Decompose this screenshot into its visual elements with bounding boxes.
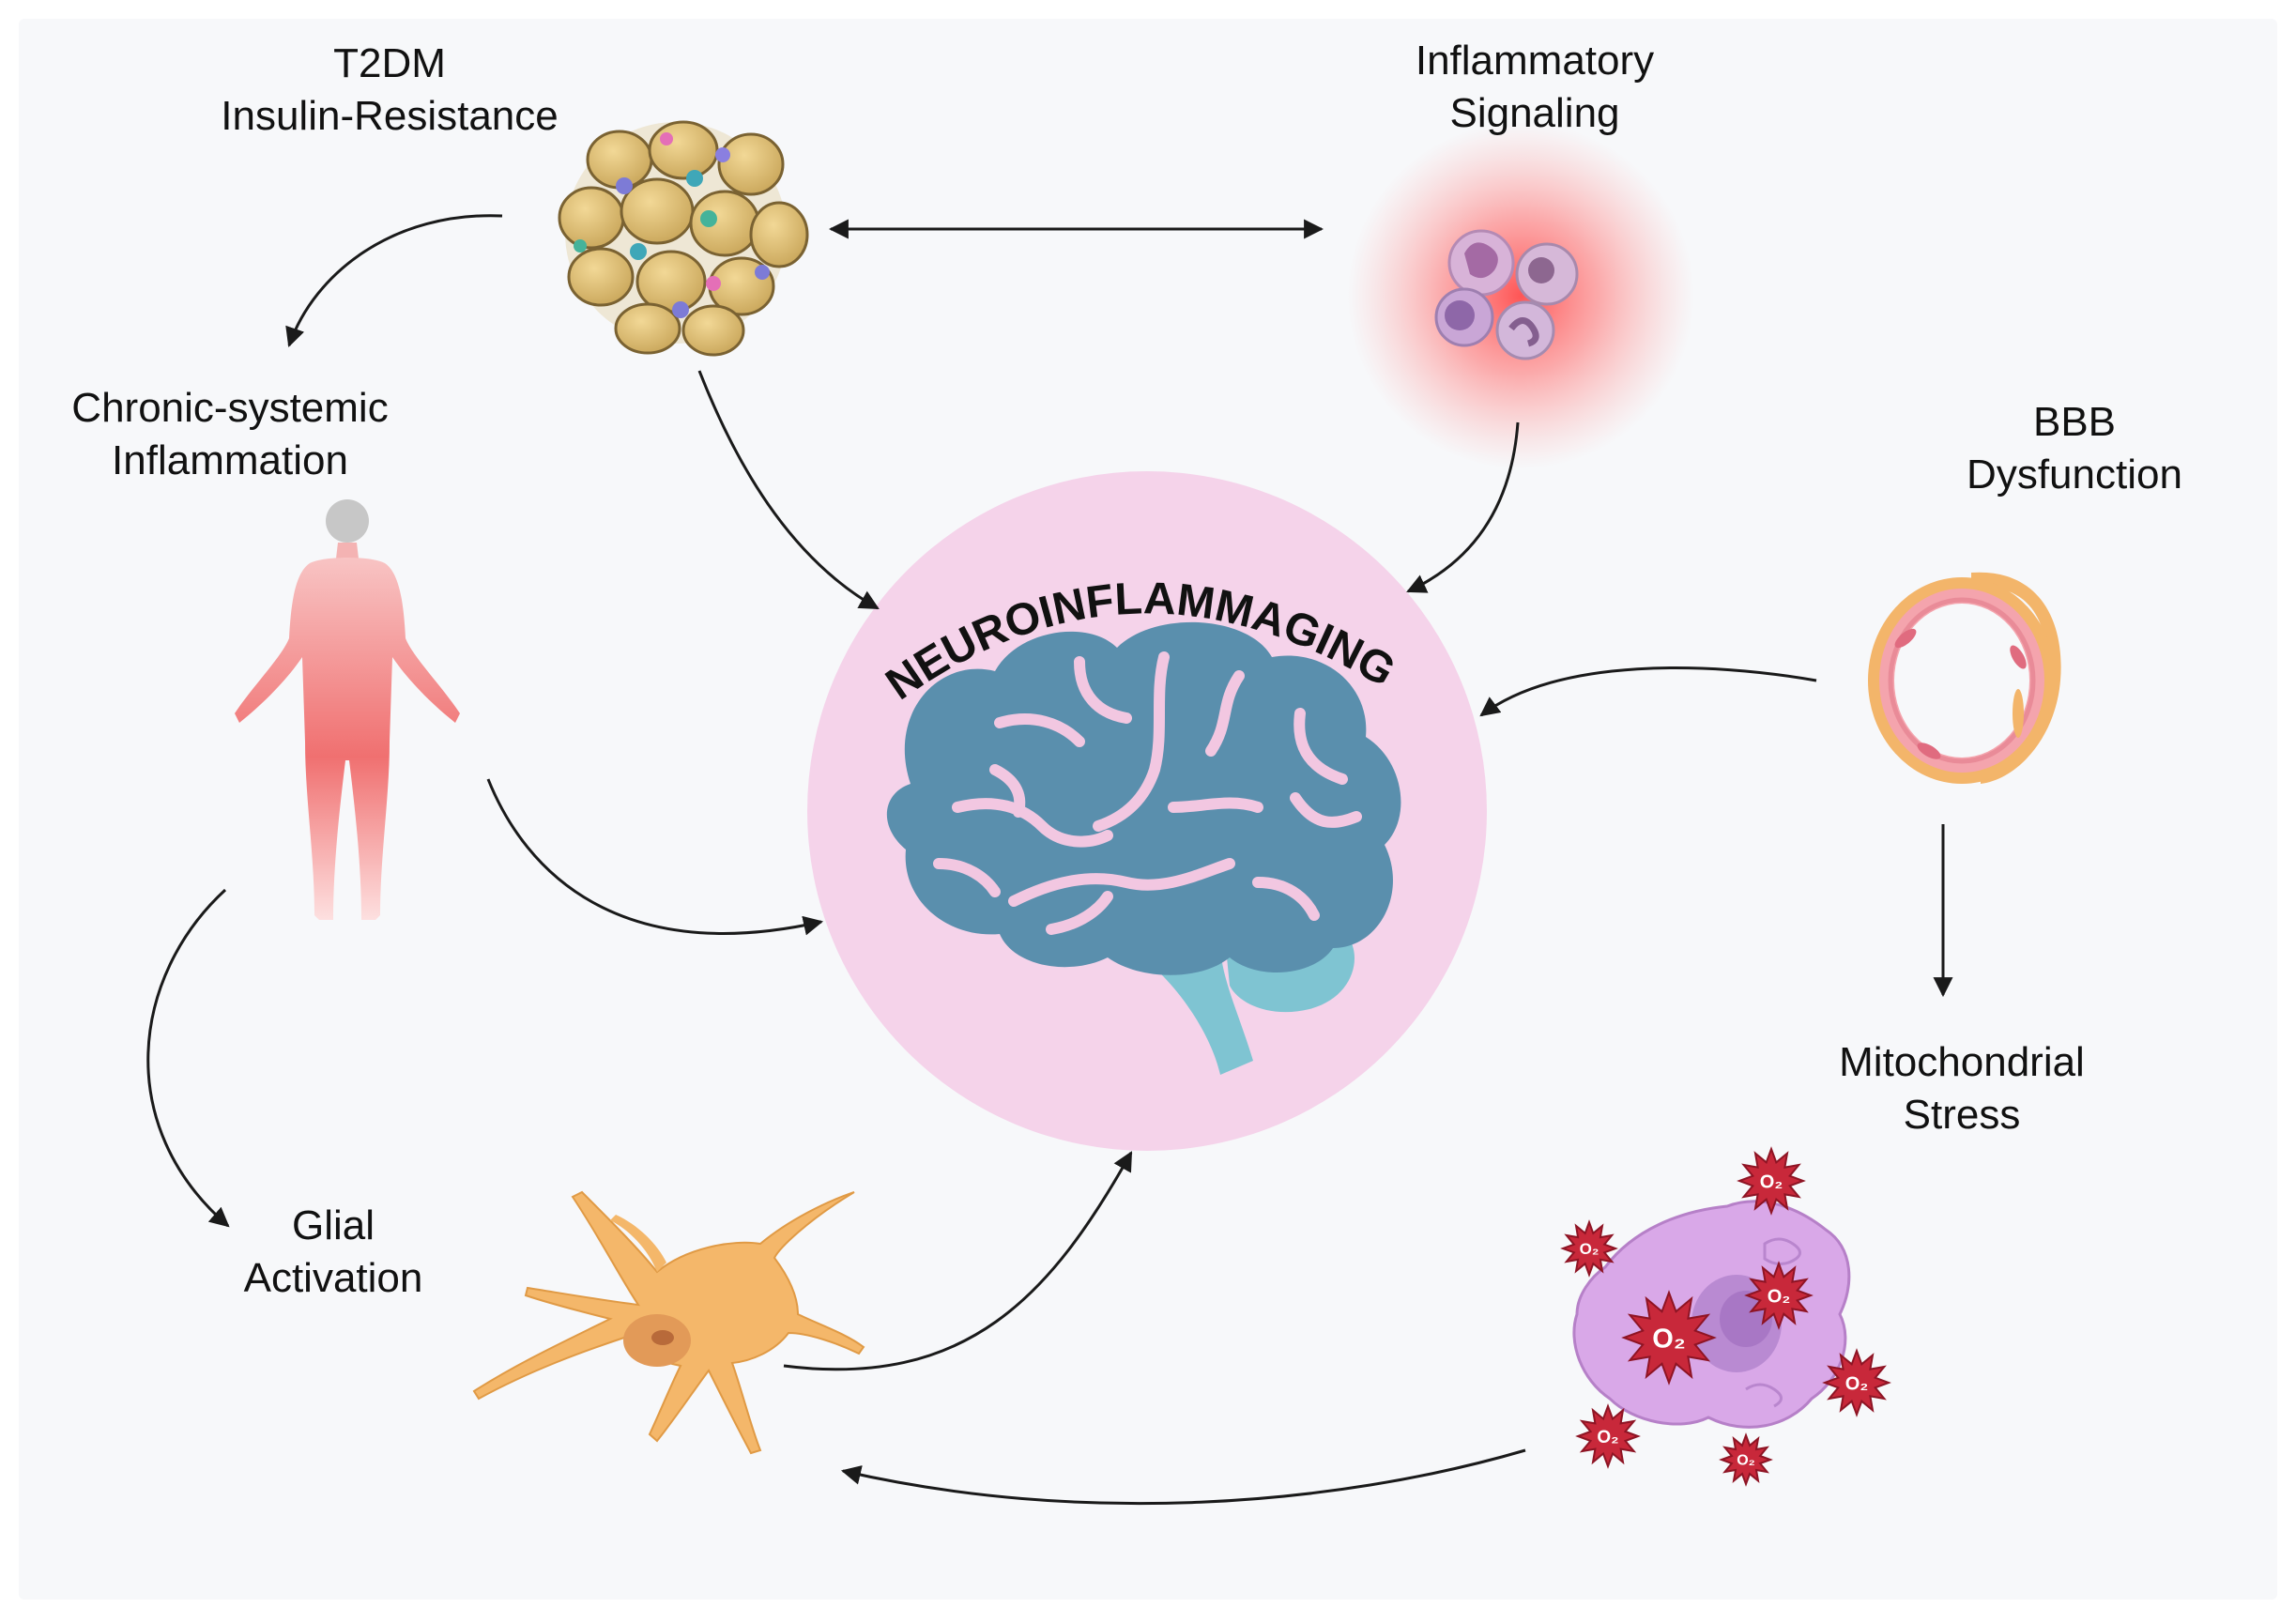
label-t2dm-line2: Insulin-Resistance [221, 93, 559, 139]
arrow-inflammatory-brain [1406, 421, 1520, 593]
ros-label: O₂ [1652, 1324, 1685, 1355]
blood-vessel-icon [1868, 572, 2061, 784]
arrow-glial-brain [783, 1151, 1133, 1371]
ros-label: O₂ [1768, 1286, 1790, 1307]
label-mito-line2: Stress [1903, 1092, 2021, 1138]
arrow-t2dm-chronic [285, 214, 503, 347]
label-glial-line1: Glial [291, 1202, 375, 1248]
human-body-icon [235, 499, 460, 920]
ros-label: O₂ [1597, 1428, 1618, 1447]
ros-star-icon [1621, 1290, 1717, 1386]
adipose-tissue-icon [558, 120, 809, 357]
ros-star-icon [1560, 1219, 1618, 1278]
ros-label: O₂ [1580, 1240, 1600, 1258]
label-chronic-line1: Chronic-systemic [71, 385, 389, 431]
arrow-t2dm-brain [697, 370, 880, 610]
ros-label: O₂ [1737, 1453, 1755, 1469]
label-mito-line1: Mitochondrial [1839, 1039, 2085, 1085]
label-bbb-dysfunction: BBB Dysfunction [1887, 396, 2262, 501]
ros-star-icon [1737, 1146, 1806, 1216]
ros-group: O₂ O₂ O₂ O₂ O₂ O₂ O₂ [1560, 1146, 1891, 1487]
arrow-chronic-brain [486, 778, 824, 936]
ros-label: O₂ [1845, 1373, 1868, 1394]
label-inflammatory-line1: Inflammatory [1415, 38, 1655, 84]
ros-star-icon [1719, 1432, 1773, 1487]
immune-cells-icon [1347, 122, 1694, 469]
astrocyte-icon [472, 1190, 865, 1455]
label-inflammatory-signaling: Inflammatory Signaling [1347, 35, 1722, 140]
brain-icon [886, 621, 1401, 1075]
ros-star-icon [1744, 1261, 1814, 1330]
ros-label: O₂ [1760, 1171, 1783, 1192]
label-mitochondrial-stress: Mitochondrial Stress [1774, 1036, 2150, 1141]
label-chronic-inflammation: Chronic-systemic Inflammation [42, 382, 418, 487]
label-bbb-line1: BBB [2032, 399, 2117, 445]
arrow-bbb-brain [1479, 666, 1817, 717]
arrow-chronic-glial [146, 888, 230, 1228]
arrows [146, 214, 1953, 1506]
label-inflammatory-line2: Signaling [1449, 90, 1620, 136]
label-glial-activation: Glial Activation [145, 1200, 521, 1305]
label-glial-line2: Activation [243, 1255, 423, 1301]
label-bbb-line2: Dysfunction [1967, 452, 2182, 498]
label-chronic-line2: Inflammation [112, 437, 348, 483]
arrow-mito-glial [840, 1448, 1526, 1506]
ros-star-icon [1575, 1403, 1641, 1469]
label-t2dm: T2DM Insulin-Resistance [202, 38, 577, 143]
ros-star-icon [1822, 1348, 1891, 1417]
label-t2dm-line1: T2DM [333, 40, 446, 86]
